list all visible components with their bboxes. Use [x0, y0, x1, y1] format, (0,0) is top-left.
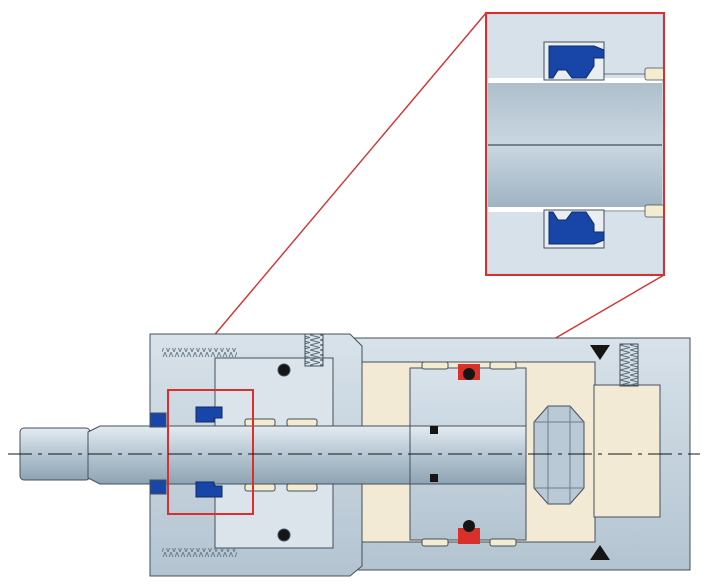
end-cap-cavity — [593, 384, 661, 518]
hex-nut — [533, 405, 585, 505]
callout-line-top — [167, 12, 487, 391]
inset-wear-band-lower — [644, 204, 665, 218]
piston-oring-top — [463, 368, 475, 380]
gland-port — [304, 333, 324, 367]
main-section — [19, 333, 691, 577]
inset-frame — [485, 12, 665, 276]
wiper-top — [149, 412, 167, 428]
gland-band-bottom-1 — [244, 483, 276, 492]
end-cap-marker-top — [590, 345, 610, 360]
piston-band-bottom-1 — [421, 538, 449, 547]
gland-thread-top — [162, 348, 237, 357]
wiper-bottom — [149, 479, 167, 495]
piston-rod-section — [409, 425, 527, 485]
end-cap-port — [619, 343, 639, 387]
gland-band-bottom-2 — [286, 483, 318, 492]
piston-band-bottom-2 — [489, 538, 517, 547]
gland-band-top-2 — [286, 418, 318, 427]
piston-rod-oring-top — [430, 426, 438, 434]
piston-rod-oring-bottom — [430, 474, 438, 482]
gland-thread-bottom — [162, 548, 237, 557]
rod-seal-bottom — [195, 481, 223, 498]
piston-band-top-1 — [421, 361, 449, 370]
piston-seal-bottom — [458, 528, 480, 544]
gland-band-top-1 — [244, 418, 276, 427]
detail-inset — [485, 12, 665, 276]
piston-band-top-2 — [489, 361, 517, 370]
rod-seal-top — [195, 406, 223, 423]
inset-seal-upper — [548, 45, 605, 79]
inset-wear-band-upper — [644, 67, 665, 81]
inset-seal-lower — [548, 211, 605, 245]
zoom-region — [167, 389, 254, 515]
end-cap-marker-bottom — [590, 545, 610, 560]
gland-oring-top — [277, 363, 291, 377]
piston-oring-bottom — [463, 520, 475, 532]
gland-oring-bottom — [277, 528, 291, 542]
